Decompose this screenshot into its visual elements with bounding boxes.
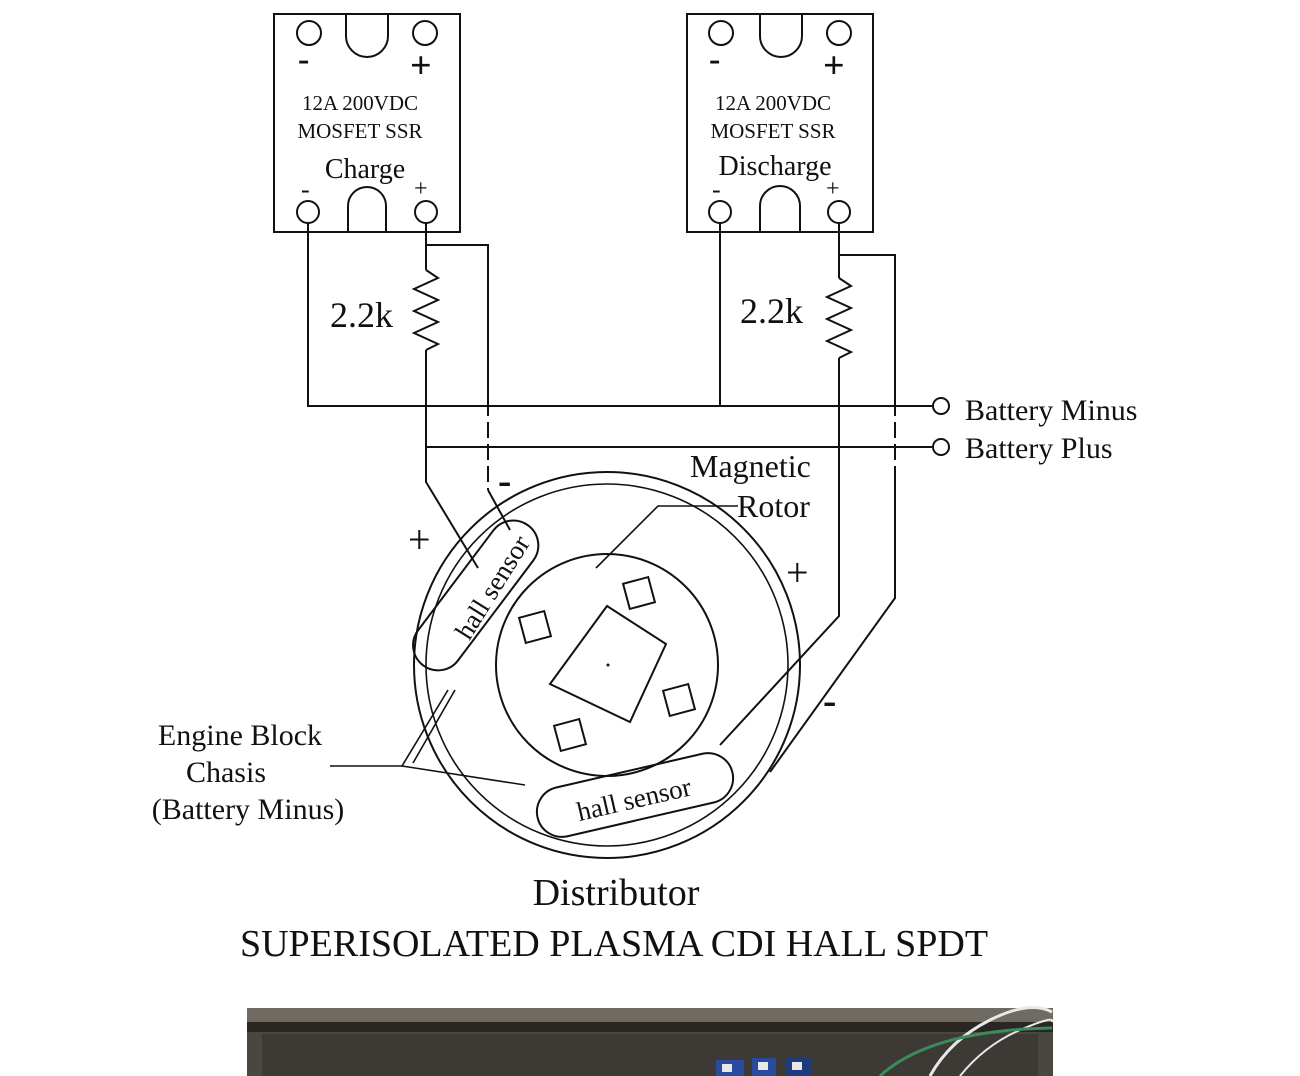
discharge-relay-top-plus-terminal [826,20,852,46]
discharge-relay-bottom-plus-terminal [827,200,851,224]
charge-relay-top-plus-sign: + [410,45,432,87]
discharge-relay-bottom-plus-sign: + [826,176,840,202]
sensor-left-plus-sign: + [408,517,431,562]
ground-label-line2: Chasis [186,756,266,789]
wiring [307,223,950,773]
discharge-relay-role: Discharge [719,151,832,182]
ground-label-line1: Engine Block [158,719,322,752]
charge-relay-bottom-plus-terminal [414,200,438,224]
discharge-relay: - + 12A 200VDC MOSFET SSR Discharge - + [686,13,874,233]
charge-resistor [411,269,441,351]
photo-thumbnail [247,1006,1054,1076]
discharge-relay-bottom-minus-sign: - [712,175,721,204]
rotor-magnet [552,717,588,753]
battery-minus-label: Battery Minus [965,394,1138,427]
distributor: hall sensor hall sensor [330,471,801,859]
sensor-right-minus-sign: - [823,678,836,723]
discharge-relay-top-minus-terminal [708,20,734,46]
charge-relay-role: Charge [325,154,405,185]
ground-label-line3: (Battery Minus) [152,793,344,826]
charge-relay-bottom-minus-terminal [296,200,320,224]
discharge-resistor-value: 2.2k [740,291,803,331]
battery-plus-terminal [932,438,950,456]
hall-sensor-bottom: hall sensor [535,752,735,838]
rotor-label-line2: Rotor [737,488,810,524]
charge-relay-type: MOSFET SSR [297,119,422,143]
distributor-caption: Distributor [533,872,700,914]
discharge-relay-top-plus-sign: + [823,45,845,87]
discharge-relay-top-minus-sign: - [709,41,720,78]
battery-minus-terminal [932,397,950,415]
discharge-relay-rating: 12A 200VDC [715,91,831,115]
rotor-magnet [517,609,553,645]
rotor-magnet [661,682,697,718]
charge-relay-bottom-plus-sign: + [414,176,428,202]
rotor-label-line1: Magnetic [690,448,811,484]
discharge-relay-type: MOSFET SSR [710,119,835,143]
charge-resistor-value: 2.2k [330,295,393,335]
hall-sensor-left-label: hall sensor [449,530,536,644]
sensor-left-minus-sign: - [498,458,511,503]
rotor-center-dot [606,663,610,667]
charge-relay-rating: 12A 200VDC [302,91,418,115]
charge-relay: - + 12A 200VDC MOSFET SSR Charge - + [273,13,461,233]
discharge-resistor [824,277,854,359]
sensor-right-plus-sign: + [786,550,809,595]
diagram-title: SUPERISOLATED PLASMA CDI HALL SPDT [240,923,988,965]
charge-relay-top-minus-sign: - [298,41,309,78]
distributor-inner-ring [425,483,789,847]
charge-relay-top-plus-terminal [412,20,438,46]
charge-relay-bottom-minus-sign: - [301,175,310,204]
rotor-magnet [621,575,657,611]
discharge-relay-bottom-minus-terminal [708,200,732,224]
distributor-outer-ring [413,471,801,859]
charge-relay-top-minus-terminal [296,20,322,46]
rotor-cam [548,604,668,724]
battery-plus-label: Battery Plus [965,432,1113,465]
